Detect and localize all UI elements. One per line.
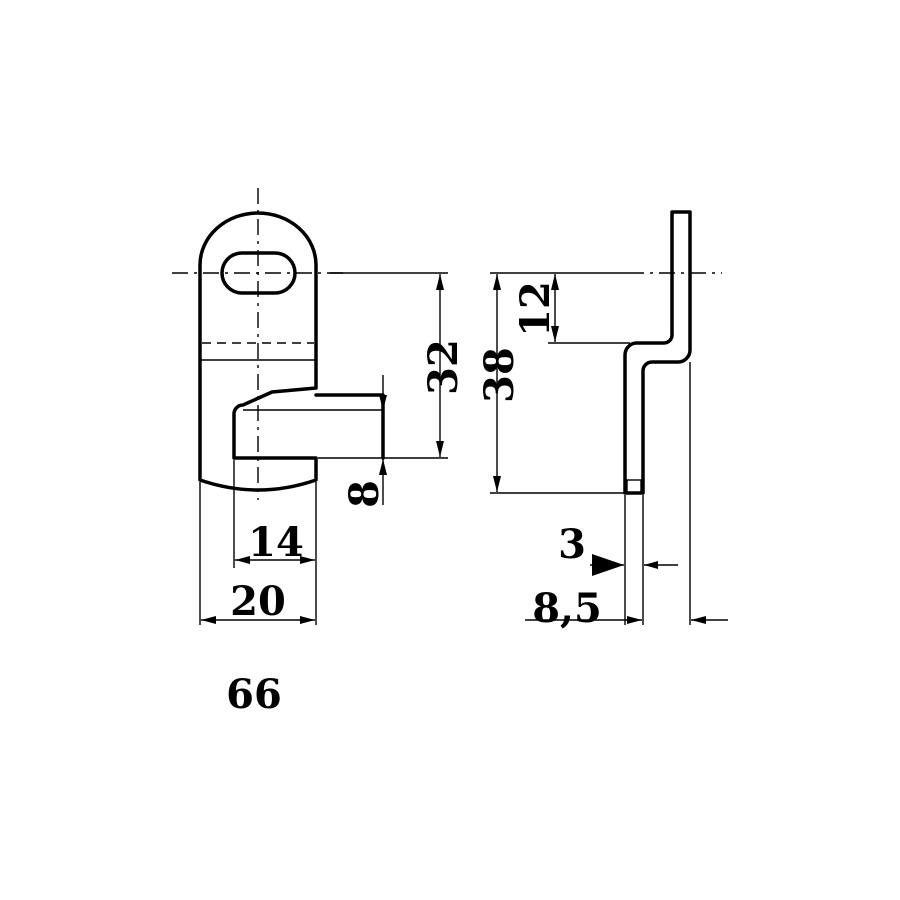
dim-3-label: 3 bbox=[558, 521, 586, 568]
dim-12-arrow-bottom bbox=[551, 326, 559, 342]
front-slot-hole bbox=[220, 251, 297, 295]
dim-12-arrow-top bbox=[551, 274, 559, 290]
dim-20-arrow-right bbox=[300, 616, 315, 624]
front-hook-tongue bbox=[314, 393, 385, 460]
dim-32-arrow-bottom bbox=[436, 441, 444, 457]
dim-38-label: 38 bbox=[476, 347, 523, 403]
dim-12-label: 12 bbox=[512, 281, 559, 337]
dim-20-arrow-left bbox=[201, 616, 216, 624]
dim-8-arrow-top bbox=[379, 395, 387, 410]
dim-3-arrow-left bbox=[592, 554, 624, 576]
dim-38-arrow-top bbox=[493, 274, 501, 290]
dim-8-arrow-bottom bbox=[379, 459, 387, 475]
dim-8-5-label: 8,5 bbox=[532, 585, 602, 632]
part-number: 66 bbox=[226, 671, 282, 718]
side-profile-outline bbox=[623, 210, 692, 495]
dim-3-arrow-right bbox=[644, 561, 658, 569]
dim-38-arrow-bottom bbox=[493, 476, 501, 492]
side-tab-detail bbox=[626, 479, 642, 494]
dim-8-5-arrow-right bbox=[691, 616, 706, 624]
front-dimensions: 32 8 14 20 bbox=[199, 272, 467, 625]
side-dimensions: 38 12 3 8,5 bbox=[476, 272, 728, 632]
dim-32-arrow-top bbox=[436, 274, 444, 290]
dim-8-5-arrow-left bbox=[627, 616, 642, 624]
dim-14-arrow-left bbox=[235, 556, 250, 564]
dim-32-label: 32 bbox=[420, 339, 467, 395]
dim-20-label: 20 bbox=[230, 578, 286, 625]
dim-8-label: 8 bbox=[341, 480, 388, 508]
front-body-outline bbox=[198, 211, 318, 492]
side-view bbox=[623, 210, 722, 495]
front-view bbox=[172, 188, 385, 500]
dim-14-arrow-right bbox=[300, 556, 315, 564]
dim-14-label: 14 bbox=[248, 519, 304, 566]
